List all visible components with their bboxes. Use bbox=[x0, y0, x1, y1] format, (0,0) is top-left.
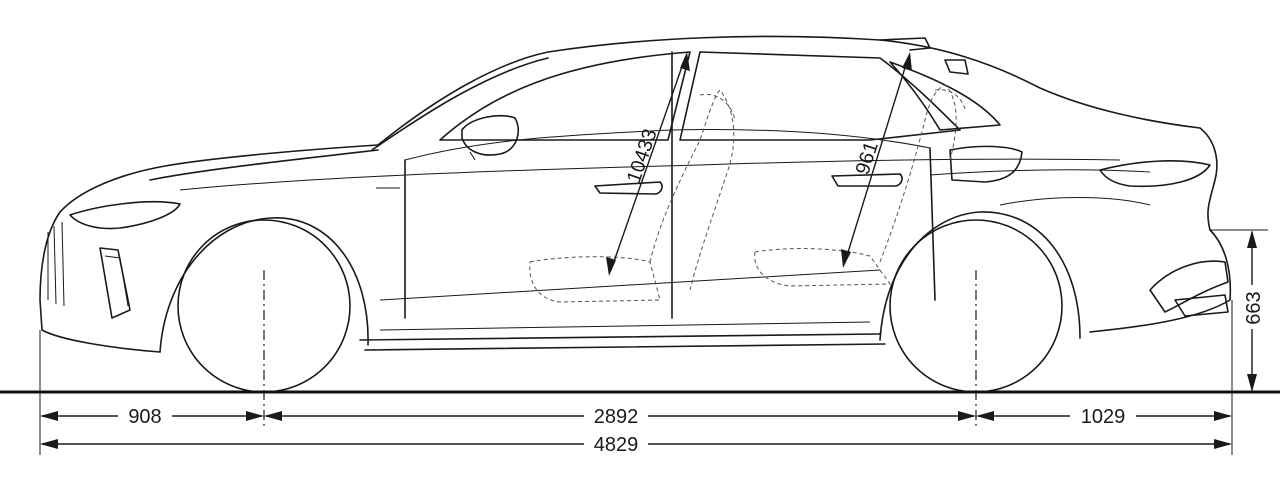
rear-overhang-dimension: 1029 bbox=[976, 404, 1232, 428]
front-headroom-dimension: 10433 bbox=[606, 52, 690, 276]
rear-height-dimension: 663 bbox=[1240, 230, 1265, 392]
overall-length-label: 4829 bbox=[594, 434, 639, 456]
wheelbase-dimension: 2892 bbox=[264, 404, 976, 428]
rear-wheel bbox=[879, 211, 1081, 393]
rear-overhang-label: 1029 bbox=[1081, 406, 1126, 428]
rear-headroom-label: 961 bbox=[852, 139, 883, 178]
front-overhang-label: 908 bbox=[128, 406, 161, 428]
wheelbase-label: 2892 bbox=[594, 406, 639, 428]
rear-height-label: 663 bbox=[1243, 291, 1265, 324]
car-side-profile bbox=[39, 35, 1232, 353]
front-overhang-dimension: 908 bbox=[40, 404, 264, 428]
front-headroom-label: 10433 bbox=[623, 126, 662, 186]
seat-outlines bbox=[529, 84, 967, 303]
extension-lines bbox=[39, 229, 1268, 455]
overall-length-dimension: 4829 bbox=[40, 432, 1232, 456]
